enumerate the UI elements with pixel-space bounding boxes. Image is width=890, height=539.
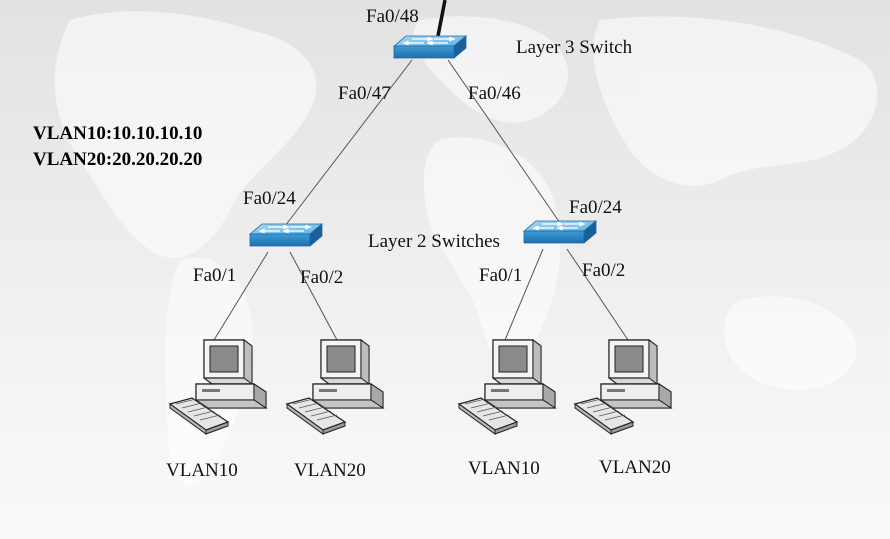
port-label-l3-uplink: Fa0/48 [366,6,419,27]
layer2-switches-label: Layer 2 Switches [368,231,500,252]
links [213,0,629,341]
pc-2-vlan-label: VLAN20 [294,460,366,481]
link-l3-to-sw1 [284,59,413,227]
port-label-sw1-p1: Fa0/1 [193,265,237,286]
port-label-sw2-p2: Fa0/2 [582,260,626,281]
pc-4-vlan-label: VLAN20 [599,457,671,478]
vlan-info-line: VLAN20:20.20.20.20 [33,149,203,170]
layer3-switch-label: Layer 3 Switch [516,37,633,58]
layer2-switch-2-icon [523,220,597,244]
layer2-switch-1-icon [249,223,323,247]
link-sw2-to-pc3 [504,248,544,341]
vlan-info: VLAN10:10.10.10.10 VLAN20:20.20.20.20 [33,121,202,173]
link-sw1-to-pc1 [213,251,269,341]
port-label-sw2-p1: Fa0/1 [479,265,523,286]
port-label-sw2-uplink: Fa0/24 [569,197,622,218]
uplink-cable [436,0,447,37]
link-sw2-to-pc4 [566,248,629,341]
port-label-l3-left: Fa0/47 [338,83,391,104]
port-label-sw1-uplink: Fa0/24 [243,188,296,209]
vlan-info-line: VLAN10:10.10.10.10 [33,123,203,144]
port-label-sw1-p2: Fa0/2 [300,267,344,288]
link-l3-to-sw2 [447,59,561,224]
layer3-switch-icon [393,35,467,59]
pc-1-vlan-label: VLAN10 [166,460,238,481]
pc-3-vlan-label: VLAN10 [468,458,540,479]
link-sw1-to-pc2 [289,251,338,341]
port-label-l3-right: Fa0/46 [468,83,521,104]
